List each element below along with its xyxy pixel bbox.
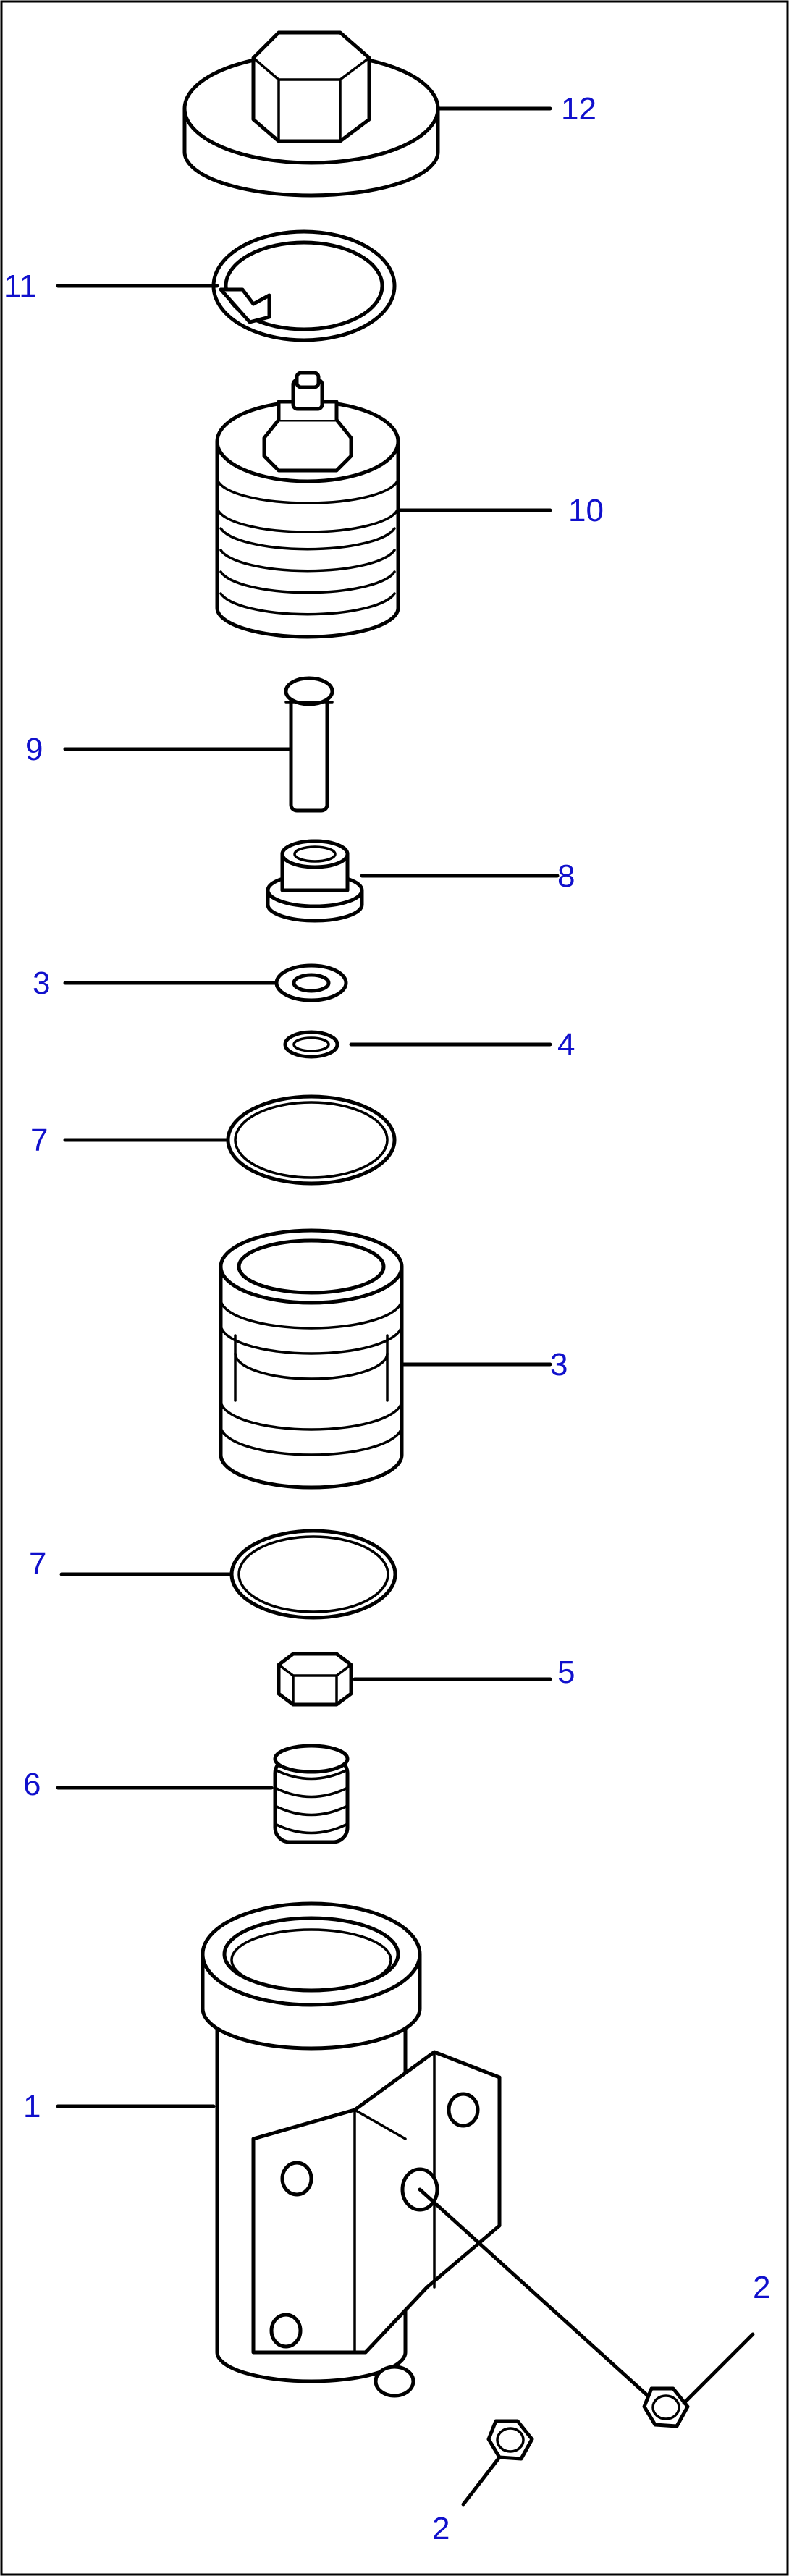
part-11-snap-ring — [211, 229, 397, 342]
leader-2a — [682, 2332, 755, 2405]
part-2-plug-left — [486, 2419, 534, 2461]
callout-9: 9 — [25, 732, 43, 767]
part-7-o-ring-lower — [229, 1529, 397, 1620]
callout-4: 4 — [557, 1027, 575, 1063]
part-9-pin — [284, 676, 334, 813]
part-3-sleeve — [219, 1228, 404, 1490]
callout-5: 5 — [557, 1655, 575, 1690]
callout-10: 10 — [568, 493, 604, 528]
callout-7-upper: 7 — [30, 1123, 48, 1158]
callout-11: 11 — [4, 269, 37, 304]
part-2-plug-right — [642, 2386, 690, 2428]
part-4-o-ring — [283, 1030, 339, 1059]
part-10-valve-head — [215, 371, 400, 639]
part-12-cap — [182, 30, 440, 198]
part-8-seat — [266, 839, 364, 923]
part-3-washer — [274, 963, 348, 1002]
callout-7-lower: 7 — [29, 1546, 46, 1582]
part-7-o-ring-upper — [226, 1094, 397, 1186]
callout-2-left: 2 — [432, 2511, 450, 2546]
callout-12: 12 — [561, 91, 596, 127]
callout-2-right: 2 — [753, 2270, 770, 2305]
leader-2b — [461, 2455, 502, 2507]
part-6-spring — [273, 1744, 350, 1844]
leader-2-body-line — [418, 2187, 650, 2398]
callout-6: 6 — [23, 1767, 41, 1802]
callout-3-upper: 3 — [33, 966, 50, 1001]
callout-3-lower: 3 — [550, 1347, 568, 1382]
callout-1: 1 — [23, 2089, 41, 2124]
part-5-hex-poppet — [277, 1652, 353, 1707]
callout-8: 8 — [557, 858, 575, 894]
part-1-valve-body — [201, 1901, 502, 2398]
